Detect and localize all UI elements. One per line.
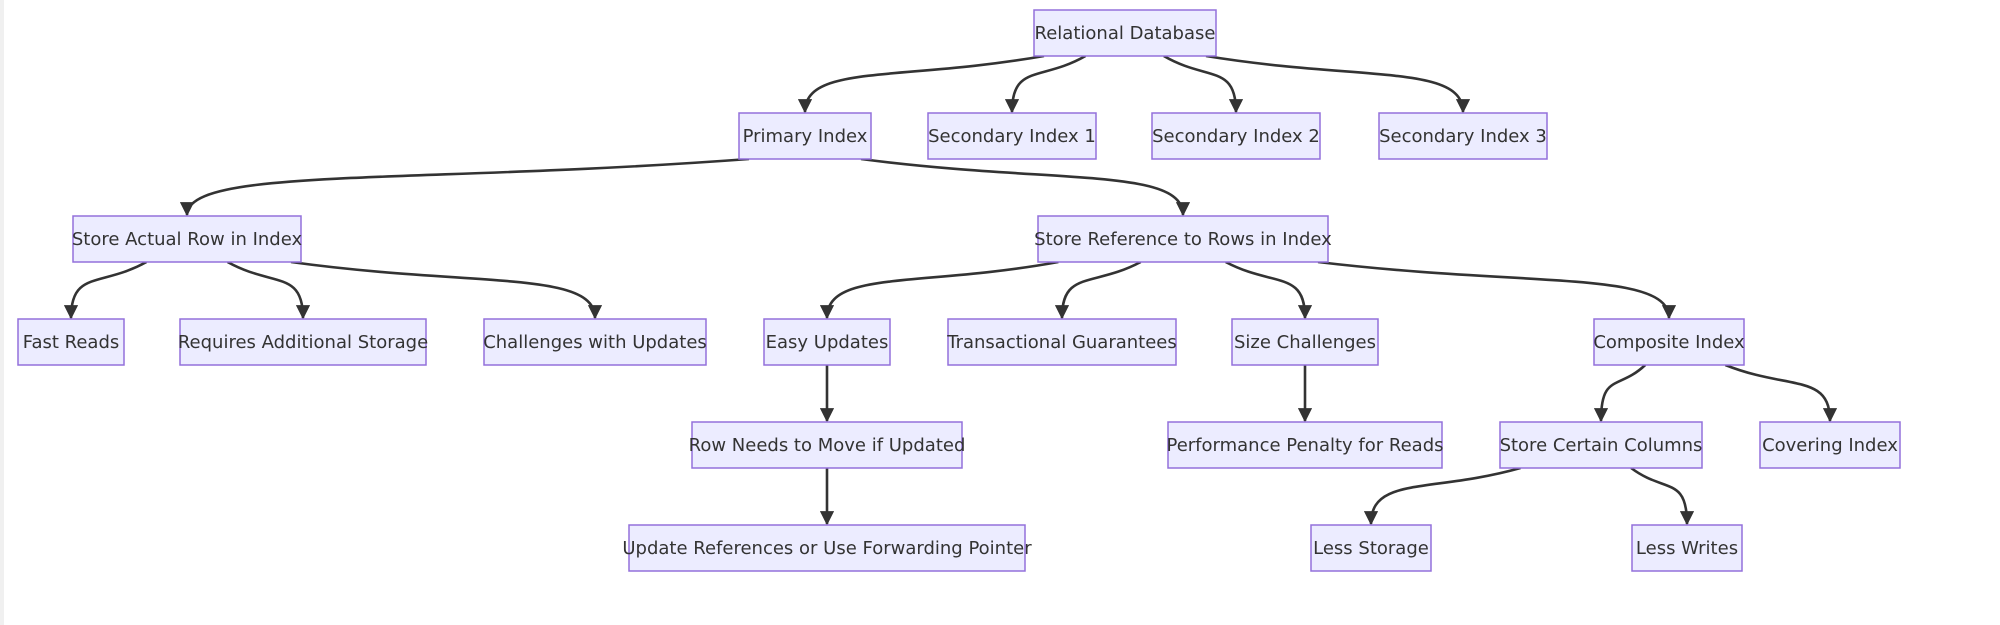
edge-store-certain-columns-to-less-writes	[1630, 466, 1695, 526]
node-label: Size Challenges	[1234, 332, 1376, 353]
edge-composite-index-to-covering-index	[1724, 363, 1838, 423]
edge-store-reference-to-composite-index	[1317, 260, 1677, 320]
node-box	[1151, 112, 1321, 160]
edge-relational-database-to-primary-index	[797, 54, 1045, 114]
edge-store-reference-to-size-challenges	[1225, 260, 1313, 320]
node-transactional-guarantees: Transactional Guarantees	[946, 318, 1177, 366]
node-label: Relational Database	[1035, 23, 1216, 44]
node-box	[1378, 112, 1548, 160]
node-composite-index: Composite Index	[1593, 318, 1745, 366]
node-size-challenges: Size Challenges	[1231, 318, 1379, 366]
node-label: Update References or Use Forwarding Poin…	[622, 538, 1032, 559]
node-box	[1499, 421, 1703, 469]
node-label: Less Writes	[1636, 538, 1738, 559]
node-box	[1231, 318, 1379, 366]
node-box	[1631, 524, 1743, 572]
node-label: Secondary Index 2	[1152, 126, 1320, 147]
node-label: Row Needs to Move if Updated	[689, 435, 966, 456]
node-box	[1037, 215, 1329, 263]
edge-store-certain-columns-to-less-storage	[1363, 466, 1521, 526]
node-box	[738, 112, 872, 160]
edge-store-actual-row-to-requires-storage	[226, 260, 311, 320]
node-box	[1033, 9, 1217, 57]
node-label: Less Storage	[1313, 538, 1429, 559]
node-label: Performance Penalty for Reads	[1166, 435, 1443, 456]
edge-store-actual-row-to-fast-reads	[63, 260, 148, 320]
node-label: Transactional Guarantees	[946, 332, 1177, 353]
node-box	[628, 524, 1026, 572]
node-box	[1759, 421, 1901, 469]
node-box	[483, 318, 707, 366]
edge-primary-index-to-store-reference	[860, 157, 1191, 217]
node-row-needs-move: Row Needs to Move if Updated	[689, 421, 966, 469]
node-label: Secondary Index 1	[928, 126, 1096, 147]
node-box	[72, 215, 302, 263]
node-challenges-updates: Challenges with Updates	[483, 318, 707, 366]
node-secondary-index-2: Secondary Index 2	[1151, 112, 1321, 160]
node-label: Secondary Index 3	[1379, 126, 1547, 147]
node-label: Composite Index	[1593, 332, 1745, 353]
node-box	[17, 318, 125, 366]
edge-composite-index-to-store-certain-columns	[1593, 364, 1647, 423]
node-label: Covering Index	[1762, 435, 1898, 456]
edges	[63, 54, 1838, 526]
node-label: Fast Reads	[23, 332, 120, 353]
node-box	[1310, 524, 1432, 572]
node-covering-index: Covering Index	[1759, 421, 1901, 469]
edge-store-reference-to-easy-updates	[819, 260, 1059, 320]
node-label: Challenges with Updates	[483, 332, 707, 353]
node-box	[691, 421, 963, 469]
edge-relational-database-to-secondary-index-1	[1004, 54, 1087, 114]
node-label: Store Reference to Rows in Index	[1034, 229, 1332, 250]
edge-relational-database-to-secondary-index-2	[1163, 54, 1244, 114]
node-store-reference: Store Reference to Rows in Index	[1034, 215, 1332, 263]
node-update-references: Update References or Use Forwarding Poin…	[622, 524, 1032, 572]
edge-relational-database-to-secondary-index-3	[1205, 54, 1471, 114]
node-relational-database: Relational Database	[1033, 9, 1217, 57]
node-store-actual-row: Store Actual Row in Index	[72, 215, 303, 263]
edge-store-reference-to-transactional-guarantees	[1054, 260, 1142, 320]
node-label: Store Actual Row in Index	[72, 229, 303, 250]
node-label: Store Certain Columns	[1500, 435, 1703, 456]
node-secondary-index-3: Secondary Index 3	[1378, 112, 1548, 160]
edge-primary-index-to-store-actual-row	[179, 157, 750, 217]
node-box	[927, 112, 1097, 160]
node-requires-storage: Requires Additional Storage	[178, 318, 428, 366]
node-label: Easy Updates	[766, 332, 889, 353]
node-label: Primary Index	[743, 126, 868, 147]
node-primary-index: Primary Index	[738, 112, 872, 160]
node-fast-reads: Fast Reads	[17, 318, 125, 366]
node-performance-penalty: Performance Penalty for Reads	[1166, 421, 1444, 469]
node-box	[1593, 318, 1745, 366]
node-store-certain-columns: Store Certain Columns	[1499, 421, 1703, 469]
edge-store-actual-row-to-challenges-updates	[290, 260, 603, 320]
node-less-storage: Less Storage	[1310, 524, 1432, 572]
node-box	[947, 318, 1177, 366]
node-secondary-index-1: Secondary Index 1	[927, 112, 1097, 160]
node-box	[763, 318, 891, 366]
node-box	[179, 318, 427, 366]
node-label: Requires Additional Storage	[178, 332, 428, 353]
node-easy-updates: Easy Updates	[763, 318, 891, 366]
node-box	[1167, 421, 1443, 469]
node-less-writes: Less Writes	[1631, 524, 1743, 572]
